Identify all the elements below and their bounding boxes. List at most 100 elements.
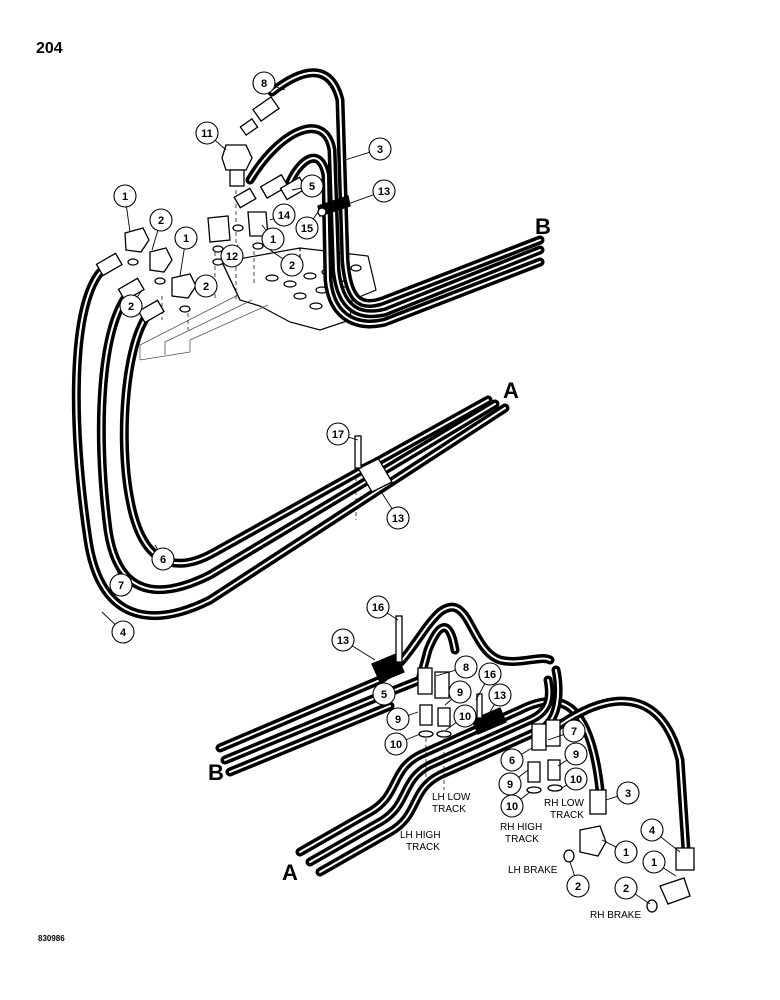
callout-leader <box>561 784 567 789</box>
callout-leader <box>547 734 564 741</box>
callout-leader <box>214 139 227 151</box>
callout-number: 14 <box>278 210 291 222</box>
callout-number: 1 <box>623 847 629 859</box>
callout-leader <box>344 151 370 161</box>
callout-c1e: 1 <box>642 850 677 877</box>
callout-circle <box>640 818 664 842</box>
callout-leader <box>475 683 486 701</box>
callout-number: 12 <box>226 251 238 263</box>
callout-c4b: 4 <box>640 818 681 853</box>
callout-circle <box>252 71 276 95</box>
callout-number: 8 <box>463 662 469 674</box>
callout-number: 10 <box>390 739 402 751</box>
callout-c2b: 2 <box>269 249 304 277</box>
callout-c10d: 10 <box>500 791 531 818</box>
callout-circle <box>564 767 588 791</box>
callout-leader <box>261 224 267 231</box>
callout-circle <box>326 422 350 446</box>
callout-c13d: 13 <box>488 683 512 713</box>
callout-number: 10 <box>570 774 582 786</box>
callout-c10c: 10 <box>561 767 588 791</box>
callout-leader <box>151 230 159 251</box>
callout-circle <box>220 244 244 268</box>
callout-c9a: 9 <box>444 680 472 706</box>
callout-circle <box>295 216 319 240</box>
callout-number: 7 <box>118 580 124 592</box>
callout-number: 1 <box>183 233 189 245</box>
callout-c5b: 5 <box>372 679 411 706</box>
callout-c16a: 16 <box>366 595 399 621</box>
label-lh-brake: LH BRAKE <box>508 865 558 876</box>
callout-c13c: 13 <box>331 628 376 661</box>
callout-leader <box>379 489 393 509</box>
callout-circle <box>194 274 218 298</box>
callout-number: 9 <box>507 779 513 791</box>
callout-c13a: 13 <box>344 179 396 206</box>
callout-number: 13 <box>494 690 506 702</box>
page-number: 204 <box>36 40 63 57</box>
callout-leader <box>348 436 359 441</box>
lower-view: B A LH LOW TRACK LH HIGH TRACK RH HIGH T… <box>208 602 695 921</box>
lower-center-lines <box>425 738 445 790</box>
callout-circle <box>151 547 175 571</box>
callout-leader <box>115 564 119 575</box>
callout-circle <box>109 573 133 597</box>
callout-number: 13 <box>392 513 404 525</box>
callout-circle <box>453 704 477 728</box>
upper-view: B A <box>71 68 551 621</box>
callout-circle <box>366 595 390 619</box>
callout-leader <box>386 612 399 621</box>
callout-number: 1 <box>270 234 276 246</box>
callout-leader <box>557 759 568 767</box>
hoses-8-3-5 <box>245 68 545 329</box>
callout-c10b: 10 <box>384 732 421 756</box>
callout-number: 16 <box>484 669 496 681</box>
label-rh-brake: RH BRAKE <box>590 910 641 921</box>
callout-c2d: 2 <box>194 274 218 298</box>
callout-circle <box>500 794 524 818</box>
callout-c6a: 6 <box>151 544 175 571</box>
callout-leader <box>601 839 617 848</box>
label-lh-low-track-1: LH LOW <box>432 792 471 803</box>
callout-circle <box>500 748 524 772</box>
callout-c8b: 8 <box>435 655 478 679</box>
callout-number: 1 <box>651 857 657 869</box>
callout-c14: 14 <box>269 203 296 227</box>
callout-c3a: 3 <box>344 137 392 161</box>
callout-number: 13 <box>378 186 390 198</box>
label-rh-high-track-1: RH HIGH <box>500 822 542 833</box>
callout-c7a: 7 <box>109 564 133 597</box>
callout-c1b: 1 <box>174 226 198 277</box>
callout-number: 15 <box>301 223 313 235</box>
callout-c1d: 1 <box>601 839 638 864</box>
callout-leader <box>344 194 374 206</box>
callout-c9c: 9 <box>557 742 588 767</box>
callout-c4a: 4 <box>101 611 135 644</box>
callout-leader <box>521 747 533 755</box>
callout-c13b: 13 <box>379 489 410 530</box>
callout-leader <box>136 289 143 298</box>
callout-number: 6 <box>160 554 166 566</box>
callout-circle <box>488 683 512 707</box>
callout-circle <box>372 682 396 706</box>
callout-c2a: 2 <box>149 208 173 251</box>
location-labels: LH LOW TRACK LH HIGH TRACK RH HIGH TRACK… <box>400 792 641 921</box>
callout-leader <box>352 645 376 661</box>
callout-leader <box>663 867 677 877</box>
callout-circle <box>616 781 640 805</box>
callout-number: 1 <box>122 191 128 203</box>
callout-circle <box>195 121 219 145</box>
figure-code: 830986 <box>38 934 65 943</box>
upper-fittings <box>95 96 393 493</box>
callout-leader <box>154 544 158 550</box>
callout-number: 9 <box>395 714 401 726</box>
callout-number: 8 <box>261 78 267 90</box>
callout-circle <box>562 719 586 743</box>
callout-number: 2 <box>128 301 134 313</box>
connection-letter-b-lower: B <box>208 760 224 785</box>
callout-circle <box>174 226 198 250</box>
callout-c17: 17 <box>326 422 359 446</box>
callout-leader <box>393 679 411 690</box>
